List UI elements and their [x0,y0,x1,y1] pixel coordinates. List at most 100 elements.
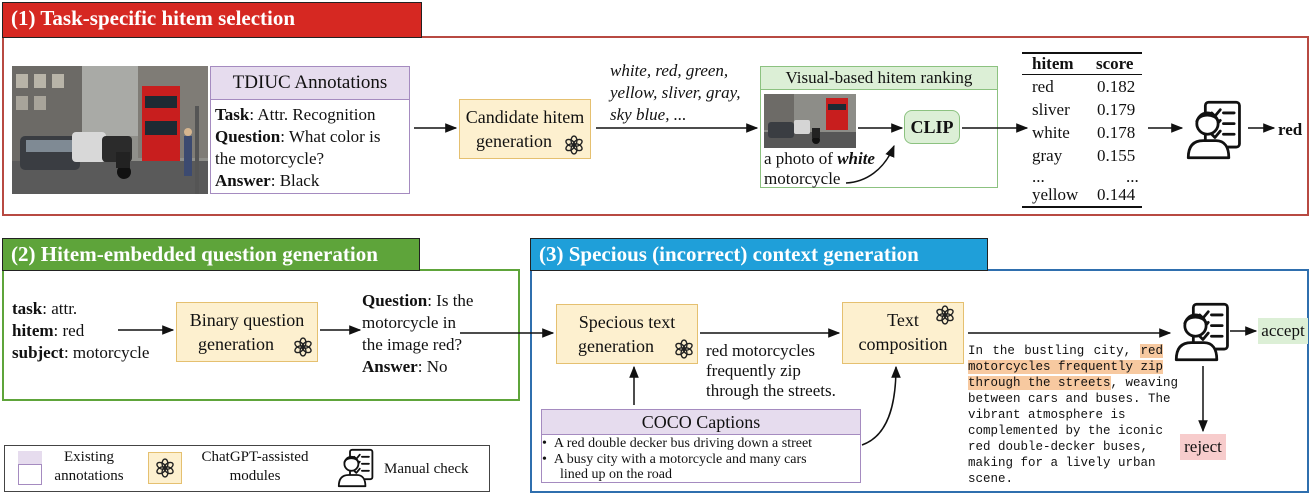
task-value: : Attr. Recognition [249,105,376,124]
answer-label: Answer [215,171,271,190]
paragraph-line: , weaving [1110,376,1179,390]
coco-captions-header [541,409,861,435]
tdiuc-annotations-header [210,66,410,100]
manual-check-icon [1172,302,1236,362]
clip-box [904,110,960,144]
s2-question-value: : Is the [427,291,474,310]
s2-question-line-1: Question: Is the [362,290,473,312]
s2-task-line: task: attr. [12,298,77,320]
answer-line: Answer: Black [215,170,319,192]
paragraph-line: In the bustling city, [968,344,1141,358]
selected-hitem: red [1278,120,1303,139]
legend-chatgpt-line-1: ChatGPT-assisted [201,449,309,465]
specious-line-2: generation [578,336,654,356]
s2-question-line-3: the image red? [362,335,463,354]
s2-hitem-value: : red [53,321,85,340]
accept-label: accept [1261,321,1305,340]
binary-line-1: Binary question [189,310,305,330]
task-label: Task [215,105,250,124]
table-row-hitem: white [1032,123,1070,142]
table-row-hitem: yellow [1032,185,1079,204]
clip-label: CLIP [910,117,954,137]
table-rule-top [1022,52,1142,54]
generated-line-2: frequently zip [706,361,801,380]
text-composition-box: Text composition [842,302,964,364]
s2-question-label: Question [362,291,428,310]
s2-answer-value: : No [417,357,448,376]
legend-manual-label: Manual check [384,461,469,477]
table-row-score: 0.178 [1097,123,1136,142]
s2-hitem-label: hitem [12,321,54,340]
legend-existing-swatch-top [18,451,42,465]
question-line-2: the motorcycle? [215,149,325,168]
chatgpt-icon [563,134,585,156]
coco-caption-item-cont: lined up on the road [560,467,672,482]
clip-prompt-line-1: a photo of white [764,148,875,170]
specious-text-box: Specious text generation [556,304,698,364]
s2-task-label: task [12,299,43,318]
reject-label: reject [1184,437,1222,456]
colors-line-3: sky blue, ... [610,105,687,124]
s2-hitem-line: hitem: red [12,320,84,342]
legend-chatgpt-line-2: modules [229,468,281,484]
table-row-hitem: red [1032,77,1054,96]
paragraph-line: vibrant atmosphere is [968,408,1126,422]
question-value: : What color is [280,127,381,146]
legend-existing-line-1: Existing [63,449,114,465]
binary-line-2: generation [198,334,274,354]
s2-question-line-2: motorcycle in [362,313,456,332]
table-row-score: 0.182 [1097,77,1136,96]
table-row-score: ... [1126,167,1139,186]
answer-value: : Black [270,171,320,190]
question-label: Question [215,127,281,146]
prompt-prefix: a photo of [764,149,838,168]
task-line: Task: Attr. Recognition [215,104,375,126]
paragraph-line: complemented by the iconic [968,424,1164,438]
tdiuc-annotations-title: TDIUC Annotations [232,72,388,93]
chatgpt-icon [934,304,956,326]
paragraph-line: scene. [968,472,1014,486]
table-row-hitem: gray [1032,146,1063,165]
street-photo [12,66,208,194]
s2-answer-label: Answer [362,357,418,376]
clip-prompt-line-2: motorcycle [764,169,841,188]
composition-line-1: Text [887,310,919,330]
paragraph-line: making for a lively urban [968,456,1156,470]
coco-caption-item: • A busy city with a motorcycle and many… [542,452,807,467]
table-row-hitem: sliver [1032,100,1070,119]
s2-subject-label: subject [12,343,64,362]
table-header-hitem: hitem [1032,54,1074,73]
legend-existing-line-2: annotations [54,468,124,484]
chatgpt-icon [673,338,695,360]
generated-line-3: through the streets. [706,381,836,400]
accept-badge [1258,318,1308,344]
section1-title: (1) Task-specific hitem selection [2,2,422,38]
binary-question-box: Binary question generation [176,302,318,362]
highlighted-text: through the streets [968,376,1111,390]
coco-caption-text: A busy city with a motorcycle and many c… [553,452,807,467]
composition-line-2: composition [858,334,948,354]
score-table: hitem score red 0.182 sliver 0.179 white… [1022,50,1142,208]
colors-line-2: yellow, sliver, gray, [610,83,741,102]
s2-subject-value: : motorcycle [63,343,150,362]
ranking-photo [764,94,856,148]
chatgpt-icon [154,457,176,479]
chatgpt-icon [292,336,314,358]
composed-paragraph: In the bustling city, red motorcycles fr… [968,343,1178,487]
s2-task-value: : attr. [42,299,78,318]
table-row-hitem: ... [1032,167,1045,186]
s2-subject-line: subject: motorcycle [12,342,149,364]
s2-answer-line: Answer: No [362,356,447,378]
reject-badge [1180,434,1226,460]
prompt-word: white [837,149,875,168]
table-row-score: 0.144 [1097,185,1136,204]
section3-title: (3) Specious (incorrect) context generat… [530,238,988,271]
coco-captions-title: COCO Captions [641,412,761,432]
coco-caption-text: A red double decker bus driving down a s… [553,436,813,451]
table-rule-bottom [1022,206,1142,208]
question-line: Question: What color is [215,126,380,148]
ranking-title: Visual-based hitem ranking [785,68,973,87]
ranking-header [760,66,998,90]
table-row-score: 0.155 [1097,146,1136,165]
manual-check-icon [336,448,378,488]
